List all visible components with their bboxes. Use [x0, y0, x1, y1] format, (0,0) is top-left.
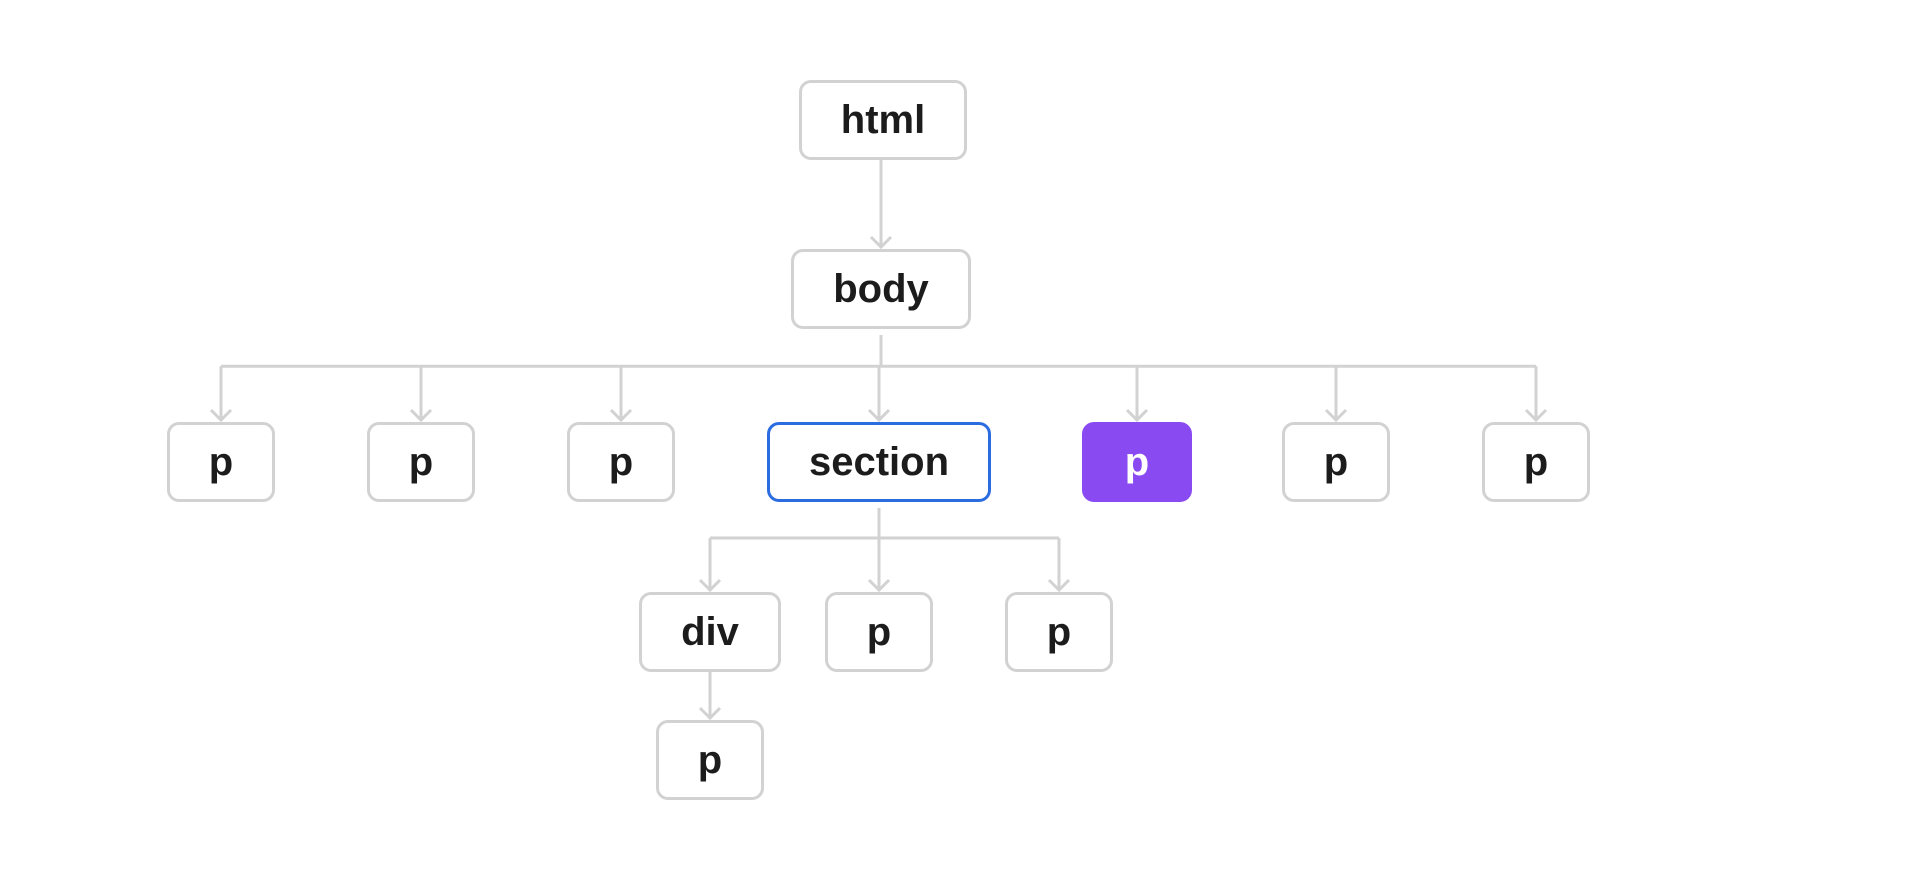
arrowhead-p2 — [409, 408, 433, 423]
arrowhead-p8 — [1047, 578, 1071, 593]
node-p-1[interactable]: p — [167, 422, 275, 502]
node-p-3[interactable]: p — [567, 422, 675, 502]
arrowhead-p5 — [1324, 408, 1348, 423]
node-p-5[interactable]: p — [1282, 422, 1390, 502]
node-section-selected[interactable]: section — [767, 422, 991, 502]
arrowhead-div — [698, 578, 722, 593]
arrowhead-p3 — [609, 408, 633, 423]
arrowhead-p7 — [867, 578, 891, 593]
arrowhead-p1 — [209, 408, 233, 423]
node-p-highlighted[interactable]: p — [1082, 422, 1192, 502]
node-body[interactable]: body — [791, 249, 971, 329]
node-p-8[interactable]: p — [1005, 592, 1113, 672]
node-p-6[interactable]: p — [1482, 422, 1590, 502]
arrowhead-p9 — [698, 706, 722, 721]
node-html[interactable]: html — [799, 80, 967, 160]
node-p-9[interactable]: p — [656, 720, 764, 800]
node-div[interactable]: div — [639, 592, 781, 672]
arrowhead-body — [869, 235, 893, 250]
arrowhead-section — [867, 408, 891, 423]
node-p-2[interactable]: p — [367, 422, 475, 502]
node-p-7[interactable]: p — [825, 592, 933, 672]
arrowhead-p6 — [1524, 408, 1548, 423]
arrowhead-p4 — [1125, 408, 1149, 423]
